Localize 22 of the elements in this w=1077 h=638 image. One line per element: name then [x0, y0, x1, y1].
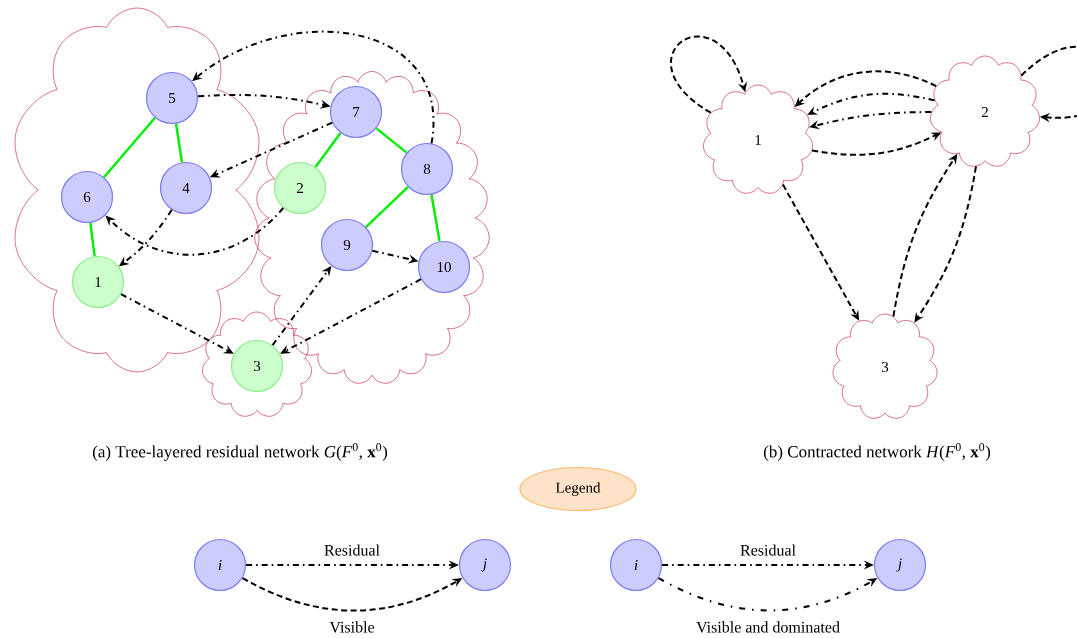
tree-edge-line	[314, 132, 342, 168]
edge-label: Visible and dominated	[695, 620, 841, 634]
caption: (a) Tree-layered residual network G(F$^{0}$, x$^{0}$)	[92, 443, 388, 461]
caption: (b) Contracted network H(F$^{0}$, x$^{0}$)	[763, 443, 991, 461]
arrow	[192, 30, 435, 145]
arrow	[670, 35, 748, 114]
cloud-node: 3	[832, 313, 938, 419]
cloud-node	[254, 71, 490, 384]
arrow	[1020, 45, 1077, 123]
cloud-node: 2	[930, 55, 1040, 167]
tree-edge-line	[89, 222, 96, 257]
edge-label: Residual	[323, 543, 381, 557]
edge-label: Visible	[328, 620, 376, 634]
tree-edge-line	[103, 117, 156, 178]
cloud-node	[202, 311, 312, 417]
tree-edge-line	[174, 123, 184, 163]
edge-label: Residual	[739, 543, 797, 557]
cloud-node	[14, 7, 260, 373]
tree-edge-line	[430, 194, 441, 242]
cloud-node: 1	[703, 84, 813, 194]
tree-edge-line	[375, 127, 408, 154]
tree-edge-line	[365, 186, 409, 228]
